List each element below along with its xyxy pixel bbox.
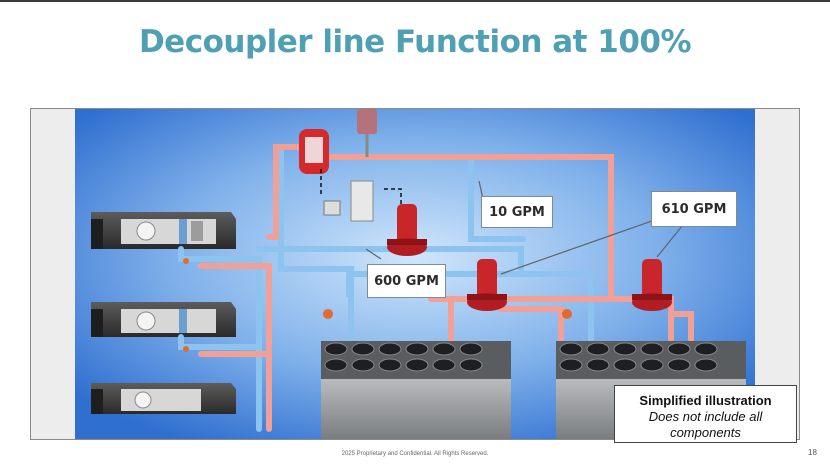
valve-icon xyxy=(183,346,189,352)
primary-flow-callout: 600 GPM xyxy=(367,264,446,298)
return-piping xyxy=(198,144,694,432)
air-handler-bottom xyxy=(91,383,236,414)
footer-text: 2025 Proprietary and Confidential. All R… xyxy=(341,451,489,457)
right-margin xyxy=(755,109,799,439)
left-margin xyxy=(31,109,75,439)
note-line-2: components xyxy=(670,425,741,440)
page-number: 18 xyxy=(808,448,817,457)
note-heading: Simplified illustration xyxy=(639,393,772,408)
valve-icon xyxy=(183,258,189,264)
secondary-flow-callout: 610 GPM xyxy=(651,191,737,227)
slide-title: Decoupler line Function at 100% xyxy=(138,24,692,60)
secondary-pump xyxy=(632,259,672,311)
control-panel xyxy=(350,180,374,222)
valve-icon xyxy=(323,309,333,319)
valve-icon xyxy=(562,309,572,319)
chiller-left xyxy=(321,341,511,439)
simplified-illustration-note: Simplified illustration Does not include… xyxy=(614,385,797,443)
air-handler-middle xyxy=(91,302,236,337)
top-rule xyxy=(0,0,830,2)
sensor-box xyxy=(323,200,341,216)
air-handler-top xyxy=(91,212,236,249)
expansion-tank xyxy=(357,109,377,134)
primary-pump-2 xyxy=(467,259,507,311)
decoupler-flow-callout: 10 GPM xyxy=(481,196,553,228)
note-line-1: Does not include all xyxy=(648,409,763,424)
primary-pump-1 xyxy=(387,204,427,256)
